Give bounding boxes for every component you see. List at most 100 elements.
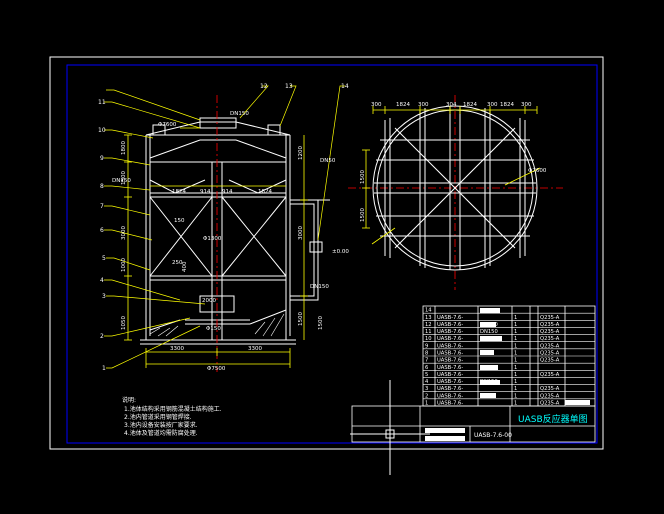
dim-pipe2: DN150: [112, 178, 131, 184]
cad-crosshair: [350, 380, 430, 475]
part-number: 6: [100, 227, 104, 234]
notes-line: 3.池内设备安装按厂家要求.: [124, 421, 198, 429]
bom-cell-code: UASB-7.6-: [437, 379, 463, 385]
sheet-inner-border: [66, 64, 598, 444]
plan-dim: 300: [521, 102, 532, 108]
bom-cell-mat: Q235-A: [540, 358, 560, 364]
notes-line: 4.池体及管道均需防腐处理.: [124, 429, 198, 437]
bom-cell-no: 10: [425, 336, 432, 342]
dim-top-width: Φ7600: [158, 122, 177, 128]
drawing-code: UASB-7.6-00: [474, 432, 512, 439]
bom-cell-qty: 1: [514, 329, 517, 335]
bom-cell-qty: 1: [514, 336, 517, 342]
dim-h4: 1000: [121, 258, 127, 272]
dim-h3: 3000: [121, 226, 127, 240]
concrete-hatch: [149, 313, 285, 337]
plan-dim: 1824: [463, 102, 477, 108]
dim-gap2: 914: [222, 189, 233, 195]
bom-cell-code: UASB-7.6-: [437, 358, 463, 364]
bom-cell-qty: 1: [514, 393, 517, 399]
dim-cone: 2000: [202, 298, 216, 304]
dim-h7: 1500: [298, 312, 304, 326]
dim-pipe4: DN50: [320, 158, 336, 164]
section-dimensions: [124, 127, 308, 368]
bom-cell-qty: 1: [514, 365, 517, 371]
part-number: 2: [100, 333, 104, 340]
dim-base-width: Φ7500: [207, 366, 226, 372]
bom-cell-code: UASB-7.6-: [437, 401, 463, 407]
dim-gap1: 914: [200, 189, 211, 195]
dim-wall: 250: [172, 260, 183, 266]
bom-cell-code: UASB-7.6-: [437, 315, 463, 321]
bom-cell-code: UASB-7.6-: [437, 351, 463, 357]
bom-row-lines: [423, 312, 595, 400]
part-number: 8: [100, 183, 104, 190]
plan-dim-left: 1500: [360, 208, 366, 222]
dim-h3b: 3000: [298, 226, 304, 240]
dim-h8: 150: [174, 218, 185, 224]
bom-cell-no: 6: [425, 365, 428, 371]
dim-level: ±0.00: [332, 249, 349, 255]
dim-pipe: DN150: [230, 111, 249, 117]
bom-cell-qty: 1: [514, 386, 517, 392]
bom-cell-mat: Q235-A: [540, 372, 560, 378]
bom-cell-qty: 1: [514, 358, 517, 364]
dim-h1: 1800: [121, 141, 127, 155]
bom-cell-name: DN150: [480, 322, 498, 328]
part-number: 7: [100, 203, 104, 210]
dim-pipe3: DN150: [310, 284, 329, 290]
bom-cell-name: Φ150: [480, 365, 494, 371]
dim-bottom-right: 1500: [318, 316, 324, 330]
notes-line: 2.池内管道采用钢管焊接.: [124, 413, 192, 421]
bom-cell-no: 12: [425, 322, 432, 328]
plan-dim: 300: [371, 102, 382, 108]
bom-cell-mat: Q235-A: [540, 351, 560, 357]
part-number: 12: [260, 83, 268, 90]
plan-dim: 300: [487, 102, 498, 108]
part-leaders: [104, 85, 345, 369]
bom-cell-no: 1: [425, 401, 428, 407]
bom-cell-no: 8: [425, 351, 428, 357]
bom-cell-name: DN150: [480, 329, 498, 335]
bom-cell-no: 3: [425, 386, 428, 392]
dim-bay-right: 1824: [258, 189, 272, 195]
bom-cell-mat: Q235-A: [540, 401, 560, 407]
bom-cell-no: 9: [425, 343, 428, 349]
dim-h6: 1200: [298, 146, 304, 160]
dim-width-right: 3300: [248, 346, 262, 352]
part-number: 14: [341, 83, 349, 90]
bom-cell-code: UASB-7.6-: [437, 372, 463, 378]
bom-cell-mat: Q235-A: [540, 322, 560, 328]
bom-cell-no: 14: [425, 308, 432, 314]
bom-cell-name: DN150: [480, 379, 498, 385]
bom-filled-cells: [425, 308, 590, 441]
bom-cell-qty: 1: [514, 343, 517, 349]
plan-dim-left: 1500: [360, 170, 366, 184]
sheet-outer-frame: [49, 56, 604, 450]
bom-cell-no: 13: [425, 315, 432, 321]
plan-view: [372, 105, 538, 271]
bom-cell-mat: Q235-A: [540, 315, 560, 321]
bom-cell-no: 5: [425, 372, 428, 378]
dim-h5: 1050: [121, 316, 127, 330]
bom-cell-mat: Q235-A: [540, 343, 560, 349]
part-number: 4: [100, 277, 104, 284]
notes-title: 说明:: [122, 396, 136, 404]
bom-cell-mat: Q235-A: [540, 393, 560, 399]
part-number: 10: [98, 127, 106, 134]
bom-cell-code: UASB-7.6-: [437, 365, 463, 371]
bom-cell-code: UASB-7.6-: [437, 329, 463, 335]
dim-h2: 1500: [121, 171, 127, 185]
part-number: 3: [102, 293, 106, 300]
drawing-title: UASB反应器单图: [518, 413, 588, 425]
plan-dim: 304: [446, 102, 457, 108]
part-number: 11: [98, 99, 106, 106]
notes-line: 1.池体结构采用钢筋混凝土结构施工.: [124, 405, 222, 413]
bom-cell-no: 4: [425, 379, 429, 385]
plan-diameter: Φ7600: [528, 168, 547, 174]
bom-cell-qty: 1: [514, 322, 517, 328]
plan-dimensions: [362, 106, 541, 245]
